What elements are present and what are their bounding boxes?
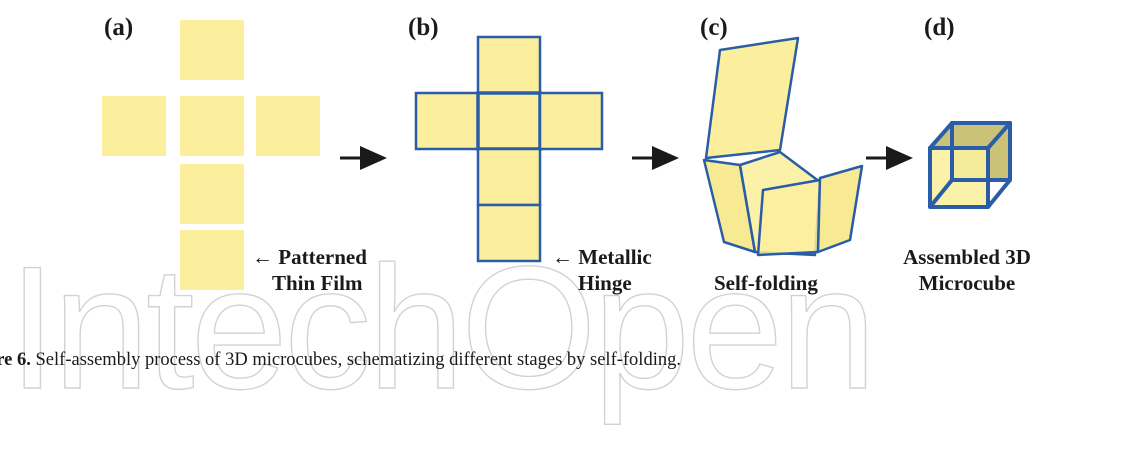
panel-c-folding: [702, 36, 864, 257]
panel-d-tag: (d): [924, 14, 955, 41]
folding-flap-top: [704, 36, 800, 160]
film-square: [102, 96, 166, 156]
panel-c-tag: (c): [700, 14, 728, 41]
metallic-hinge-label: ← Metallic Hinge: [552, 245, 652, 295]
panel-d-cube: [928, 121, 1012, 209]
caption-text: Self-assembly process of 3D microcubes, …: [35, 350, 681, 370]
film-square: [256, 96, 320, 156]
figure-number: ure 6.: [0, 350, 31, 370]
assembled-microcube-label: Assembled 3D Microcube: [903, 245, 1031, 295]
film-square: [180, 20, 244, 80]
hinged-square: [414, 91, 480, 151]
cube-edge: [986, 178, 1012, 209]
patterned-thin-film-label: ← Patterned Thin Film: [252, 245, 367, 295]
hinged-square: [476, 91, 542, 151]
hinged-square: [476, 35, 542, 95]
figure-caption: ure 6. Self-assembly process of 3D micro…: [0, 350, 681, 371]
folding-flap-right: [816, 164, 864, 254]
panel-b-tag: (b): [408, 14, 439, 41]
hinged-square: [476, 203, 542, 263]
panel-a-tag: (a): [104, 14, 134, 41]
hinged-square: [476, 147, 542, 207]
film-square: [180, 230, 244, 290]
folding-flap-front: [756, 178, 822, 257]
self-folding-label: Self-folding: [714, 271, 818, 295]
panel-b-net: [414, 35, 604, 263]
hinged-square: [538, 91, 604, 151]
film-square: [180, 96, 244, 156]
panel-a-net: [102, 20, 320, 290]
film-square: [180, 164, 244, 224]
cube-edge: [928, 178, 954, 209]
svg-text:IntechOpen: IntechOpen: [8, 231, 873, 426]
